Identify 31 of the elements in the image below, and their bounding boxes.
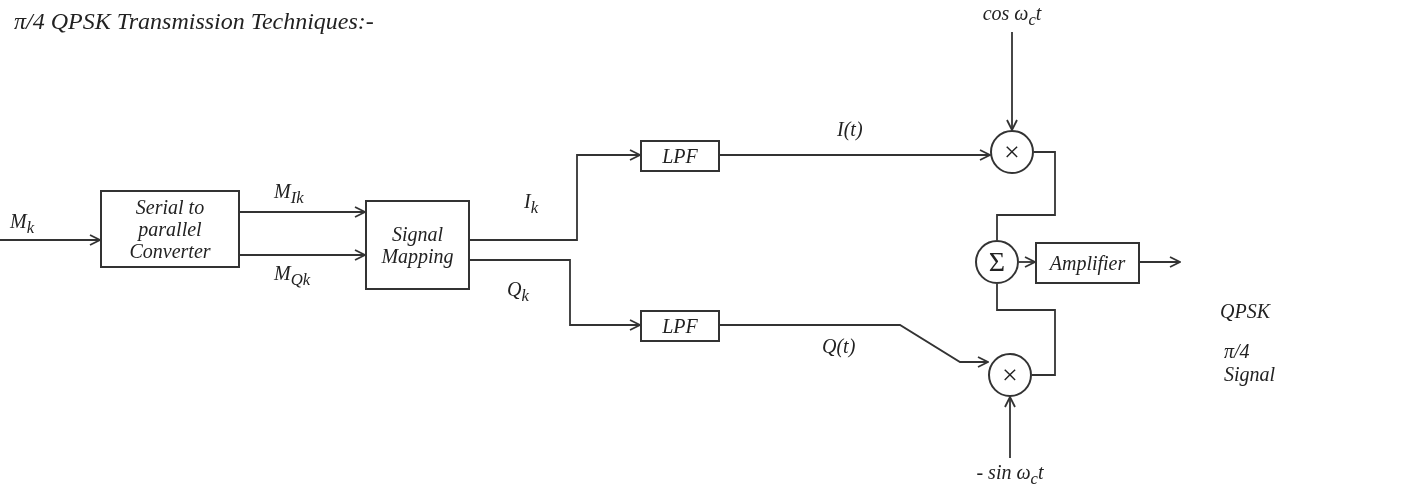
box-label: Serial to parallel Converter [128, 196, 212, 262]
amplifier-box [1035, 242, 1140, 284]
process-box [100, 190, 240, 268]
arrow [239, 249, 366, 261]
operator-symbol: Σ [988, 246, 1006, 278]
summer-circle [975, 240, 1019, 284]
carrier-label: - sin ω$_{c}$t [976, 461, 1044, 489]
operator-symbol: × [1002, 359, 1018, 391]
arrow [1006, 31, 1018, 131]
edge-label: Q(t) [820, 335, 858, 358]
arrow [1018, 256, 1036, 268]
edge-label: I(t) [835, 118, 865, 141]
arrow [469, 149, 641, 241]
multiplier-circle [988, 353, 1032, 397]
arrow [469, 259, 641, 331]
box-label: Signal Mapping [380, 223, 455, 267]
arrow [239, 206, 366, 218]
arrow [1004, 396, 1016, 459]
filter-box [640, 140, 720, 172]
box-label: LPF [662, 145, 698, 167]
multiplier-circle [990, 130, 1034, 174]
arrow [719, 324, 989, 368]
box-label: LPF [662, 315, 698, 337]
operator-symbol: × [1004, 136, 1020, 168]
process-box [365, 200, 470, 290]
carrier-label: cos ω$_{c}$t [982, 2, 1042, 30]
box-label: Amplifier [1049, 252, 1126, 274]
filter-box [640, 310, 720, 342]
arrow [1139, 256, 1181, 268]
arrow [0, 234, 101, 246]
arrow [719, 149, 991, 161]
